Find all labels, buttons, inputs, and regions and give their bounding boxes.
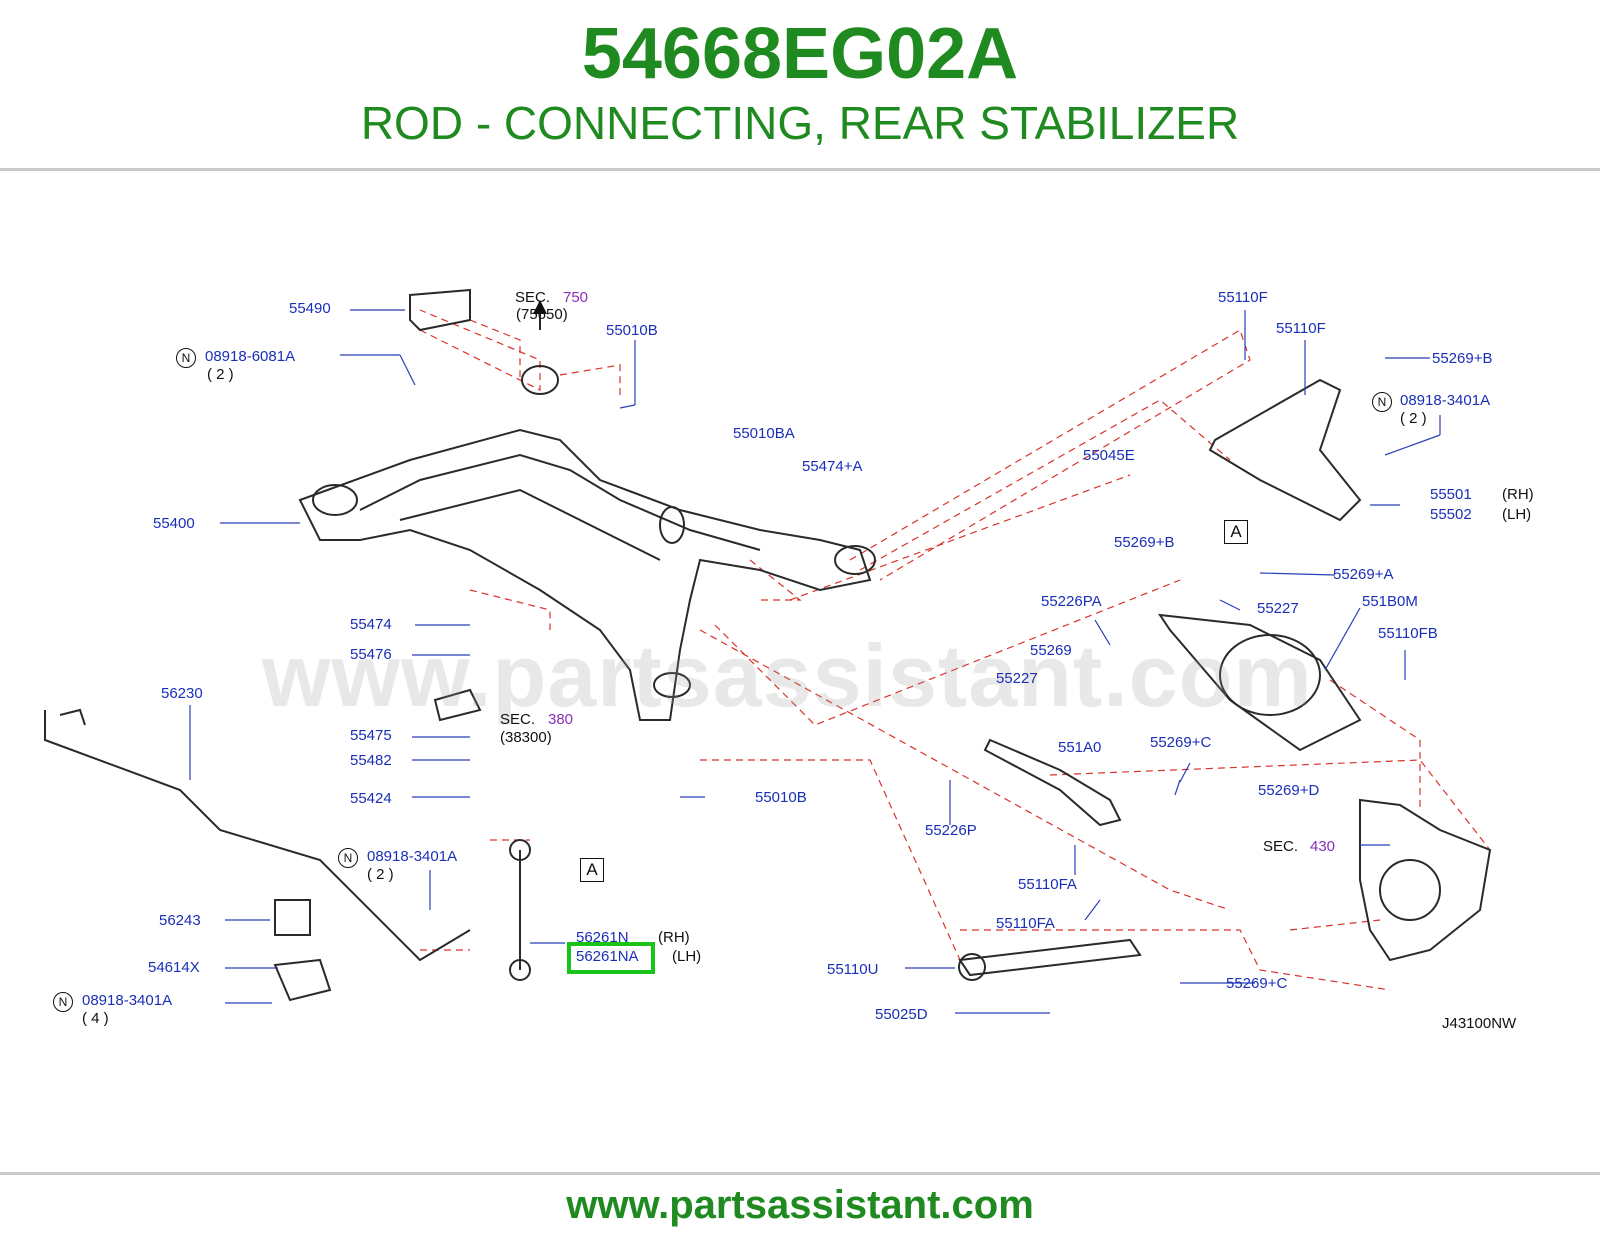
n-marker-icon: N xyxy=(176,348,196,368)
part-label-55269[interactable]: 55269 xyxy=(1030,642,1072,659)
section-ref-label: SEC. xyxy=(1263,838,1299,855)
part-label-55025d[interactable]: 55025D xyxy=(875,1006,928,1023)
part-description: ROD - CONNECTING, REAR STABILIZER xyxy=(360,97,1240,149)
section-ref-sub: (38300) xyxy=(500,729,552,746)
part-label-55269a[interactable]: 55269+A xyxy=(1333,566,1394,583)
part-label-551b0m[interactable]: 551B0M xyxy=(1362,593,1418,610)
part-label-55226p[interactable]: 55226P xyxy=(925,822,977,839)
direction-arrow xyxy=(533,300,547,314)
part-label-55010b-top[interactable]: 55010B xyxy=(606,322,658,339)
side-label-lh: (LH) xyxy=(672,948,702,965)
part-label-55269b-top[interactable]: 55269+B xyxy=(1432,350,1493,367)
ref-marker-a-icon: A xyxy=(1224,520,1248,544)
part-label-55400[interactable]: 55400 xyxy=(153,515,195,532)
part-label-551a0[interactable]: 551A0 xyxy=(1058,739,1102,756)
section-ref-430[interactable]: 430 xyxy=(1310,838,1336,855)
part-label-56243[interactable]: 56243 xyxy=(159,912,201,929)
part-label-55110fb[interactable]: 55110FB xyxy=(1378,625,1438,642)
part-label-55110fa-a[interactable]: 55110FA xyxy=(1018,876,1077,893)
part-label-08918-3401a-mid[interactable]: 08918-3401A xyxy=(367,848,458,865)
part-label-55227-b[interactable]: 55227 xyxy=(996,670,1038,687)
part-label-55010b-bottom[interactable]: 55010B xyxy=(755,789,807,806)
part-label-55110u[interactable]: 55110U xyxy=(827,961,879,978)
footer-divider xyxy=(0,1172,1600,1175)
side-label-rh: (RH) xyxy=(1502,486,1534,503)
part-number-title: 54668EG02A xyxy=(581,14,1019,94)
part-label-55502[interactable]: 55502 xyxy=(1430,506,1472,523)
exploded-parts-diagram: www.partsassistant.com 55490 SEC. 750 (7… xyxy=(0,230,1600,1090)
side-label-rh: (RH) xyxy=(658,929,690,946)
part-label-55474a[interactable]: 55474+A xyxy=(802,458,863,475)
quantity-label: ( 2 ) xyxy=(1400,410,1427,427)
part-label-55269c-bottom[interactable]: 55269+C xyxy=(1226,975,1288,992)
section-ref-750[interactable]: 750 xyxy=(563,289,589,306)
part-label-55269c-top[interactable]: 55269+C xyxy=(1150,734,1212,751)
part-label-55474[interactable]: 55474 xyxy=(350,616,392,633)
quantity-label: ( 4 ) xyxy=(82,1010,109,1027)
part-label-55110f-b[interactable]: 55110F xyxy=(1276,320,1326,337)
n-marker-icon: N xyxy=(1372,392,1392,412)
side-label-lh: (LH) xyxy=(1502,506,1532,523)
n-marker-icon: N xyxy=(53,992,73,1012)
drawing-code: J43100NW xyxy=(1442,1015,1517,1032)
ref-marker-a-icon: A xyxy=(580,858,604,882)
part-label-55501[interactable]: 55501 xyxy=(1430,486,1472,503)
header-divider xyxy=(0,168,1600,171)
part-label-56261na[interactable]: 56261NA xyxy=(576,948,639,965)
part-label-08918-3401a-top[interactable]: 08918-3401A xyxy=(1400,392,1491,409)
part-label-56261n[interactable]: 56261N xyxy=(576,929,629,946)
part-label-55482[interactable]: 55482 xyxy=(350,752,392,769)
part-label-55490[interactable]: 55490 xyxy=(289,300,331,317)
subframe-outline xyxy=(298,365,876,721)
quantity-label: ( 2 ) xyxy=(207,366,234,383)
section-ref-label: SEC. xyxy=(515,289,551,306)
part-label-55226pa[interactable]: 55226PA xyxy=(1041,593,1102,610)
part-label-55424[interactable]: 55424 xyxy=(350,790,392,807)
part-label-55110fa-b[interactable]: 55110FA xyxy=(996,915,1055,932)
part-label-55110f-a[interactable]: 55110F xyxy=(1218,289,1268,306)
page-header: 54668EG02A ROD - CONNECTING, REAR STABIL… xyxy=(0,0,1600,170)
part-label-55475[interactable]: 55475 xyxy=(350,727,392,744)
section-ref-label: SEC. xyxy=(500,711,536,728)
part-label-55227-a[interactable]: 55227 xyxy=(1257,600,1299,617)
part-label-08918-6081a[interactable]: 08918-6081A xyxy=(205,348,296,365)
part-label-55269d[interactable]: 55269+D xyxy=(1258,782,1320,799)
part-label-55045e[interactable]: 55045E xyxy=(1083,447,1135,464)
section-ref-380[interactable]: 380 xyxy=(548,711,574,728)
watermark-text: www.partsassistant.com xyxy=(262,626,1313,725)
footer-website-link[interactable]: www.partsassistant.com xyxy=(566,1183,1034,1227)
leader-lines xyxy=(189,309,1441,1014)
section-ref-sub: (75650) xyxy=(516,306,568,323)
part-label-54614x[interactable]: 54614X xyxy=(148,959,200,976)
part-label-08918-3401a-low[interactable]: 08918-3401A xyxy=(82,992,173,1009)
part-label-55010ba[interactable]: 55010BA xyxy=(733,425,795,442)
part-label-56230[interactable]: 56230 xyxy=(161,685,203,702)
part-label-55269b-bottom[interactable]: 55269+B xyxy=(1114,534,1175,551)
highlighted-part-box xyxy=(567,942,655,974)
diagram-drawing xyxy=(44,288,1492,1014)
quantity-label: ( 2 ) xyxy=(367,866,394,883)
part-label-55476[interactable]: 55476 xyxy=(350,646,392,663)
n-marker-icon: N xyxy=(338,848,358,868)
